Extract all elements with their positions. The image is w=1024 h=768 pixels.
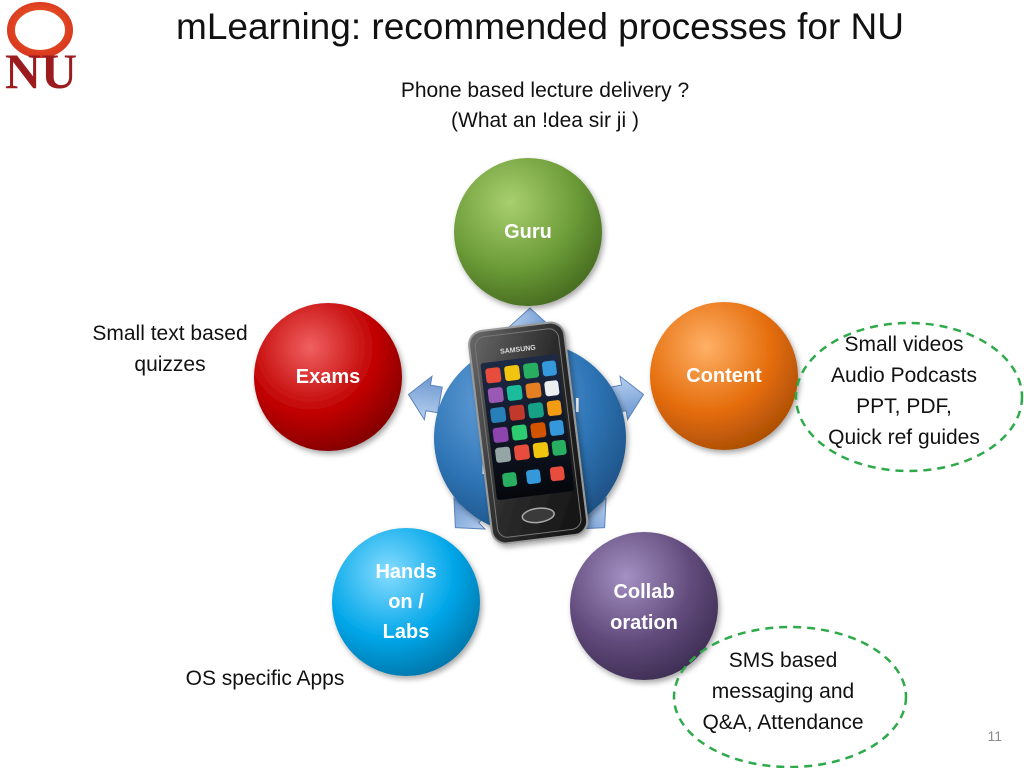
exams-note: Small text based quizzes [70,318,270,380]
slide-title: mLearning: recommended processes for NU [176,6,904,47]
note-line: SMS based [728,649,838,672]
content-note: Small videos Audio Podcasts PPT, PDF, Qu… [804,329,1004,453]
subtitle-line: (What an !dea sir ji ) [451,109,639,132]
node-hands-on-labs: Hands on / Labs [332,528,480,676]
logo-ring-icon [7,2,73,58]
note-line: OS specific Apps [185,667,345,690]
node-label: Labs [383,621,430,643]
node-label: Content [686,365,762,387]
note-line: Q&A, Attendance [702,711,864,734]
note-line: quizzes [134,353,206,376]
collaboration-callout-outline [672,625,908,768]
arrow-to-exams-icon [407,375,443,421]
node-label: Hands [375,561,436,583]
node-label: Exams [296,366,361,388]
note-line: Quick ref guides [828,426,980,449]
node-collaboration: Collab oration [570,532,718,680]
node-content: Content [650,302,798,450]
note-line: Audio Podcasts [831,364,977,387]
labs-note: OS specific Apps [160,663,370,694]
phone-brand-text: SAMSUNG [500,344,537,355]
node-label: on / [388,591,424,613]
logo-text: NU [5,43,77,96]
nu-logo: NU [5,2,77,96]
subtitle-line: Phone based lecture delivery ? [400,79,690,102]
phone-image: SAMSUNG [468,321,589,545]
slide-subtitle: Phone based lecture delivery ? (What an … [345,76,745,136]
node-label: oration [610,612,678,634]
node-label: Guru [504,221,552,243]
node-exams: Exams [254,303,402,451]
node-label: Collab [613,581,674,603]
note-line: Small text based [92,322,248,345]
note-line: Small videos [844,333,964,356]
page-number: 11 [987,728,1002,744]
note-line: messaging and [711,680,855,703]
node-guru: Guru [454,158,602,306]
content-callout-outline [794,321,1024,473]
note-line: PPT, PDF, [856,395,952,418]
app-grid-icon [485,360,567,488]
phone-home-button-icon [521,507,555,524]
collaboration-note: SMS based messaging and Q&A, Attendance [678,645,888,738]
